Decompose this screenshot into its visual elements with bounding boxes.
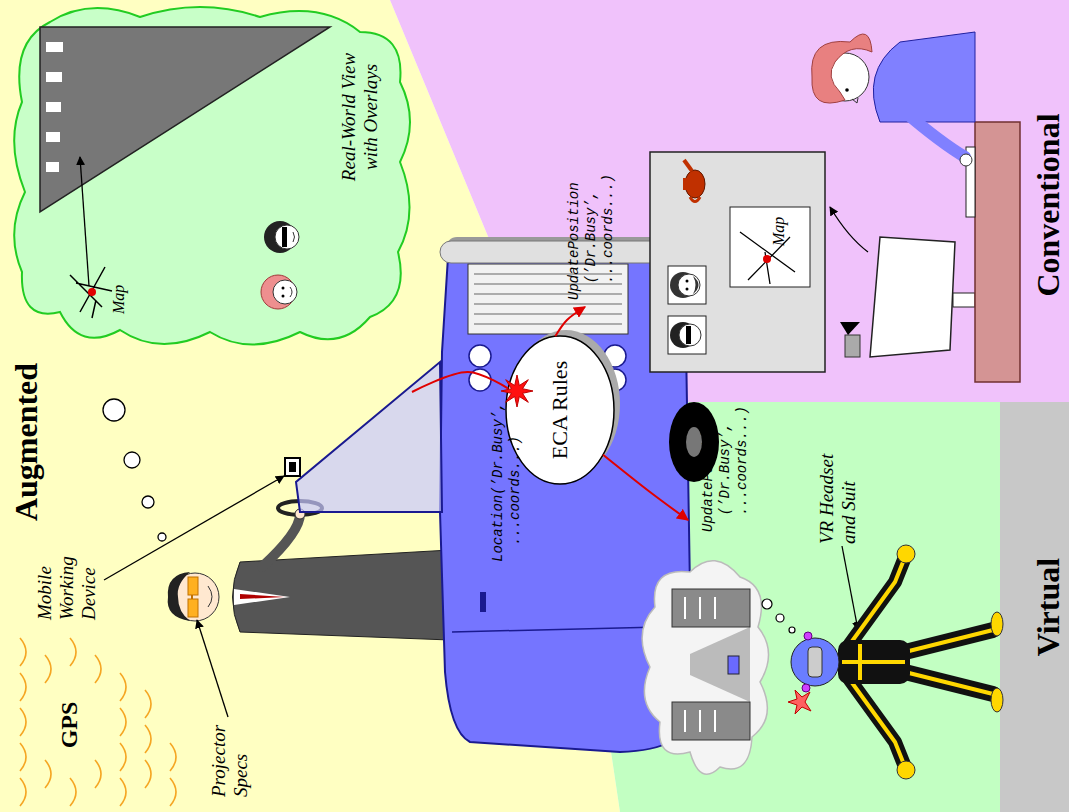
callout-label: Mobile Working Device xyxy=(34,536,100,620)
system-label: GPS xyxy=(56,688,83,762)
conventional-region-shape xyxy=(390,0,1069,410)
floor-band xyxy=(1000,402,1069,812)
callout-label: VR Headset and Suit xyxy=(816,432,860,544)
message-label: UpdatePosition (’Dr.Busy’, ...coords...) xyxy=(700,392,751,532)
view-caption: Real-World View with Overlays xyxy=(338,42,382,192)
region-fill xyxy=(560,402,1069,812)
conventional-region: Conventional xyxy=(390,0,1069,410)
region-title: Conventional xyxy=(1030,75,1067,335)
message-flow xyxy=(412,372,508,392)
region-fill xyxy=(390,0,1069,410)
virtual-region: Virtual xyxy=(560,402,1069,812)
overlay-label: Map xyxy=(110,270,128,314)
virtual-region-shape xyxy=(560,402,1069,812)
overlay-label: Map xyxy=(770,208,788,246)
region-title: Augmented xyxy=(8,327,45,557)
callout-label: Projector Specs xyxy=(208,705,252,797)
region-title: Virtual xyxy=(1030,477,1067,737)
message-label: UpdatePosition (’Dr.Busy’, ...coords...) xyxy=(566,160,617,300)
message-flow xyxy=(555,307,585,336)
message-flow xyxy=(603,455,688,520)
message-label: Location(’Dr.Busy’, ...coords...) xyxy=(490,382,524,562)
